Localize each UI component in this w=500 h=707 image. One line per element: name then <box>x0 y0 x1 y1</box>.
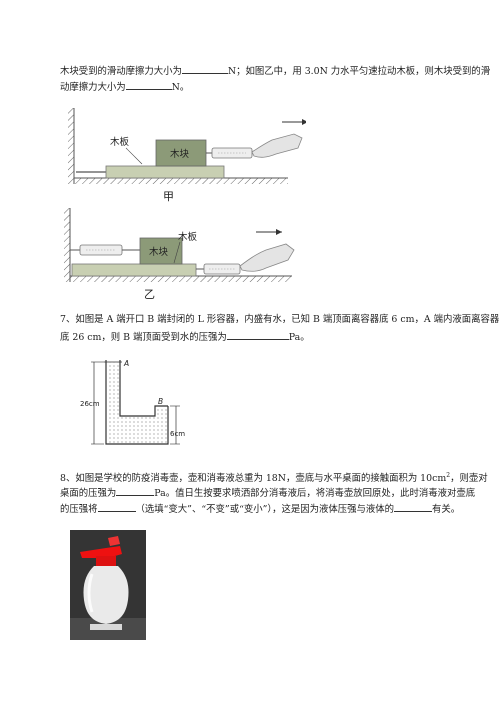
text: Pa。值日生按要求喷洒部分消毒液后，将消毒壶放回原处，此时消毒液对壶底 <box>154 488 476 499</box>
block <box>155 139 207 167</box>
container-outer-wall <box>105 360 169 445</box>
arrow-head <box>276 229 282 235</box>
answer-blank[interactable] <box>97 502 136 512</box>
floor-hatch <box>74 178 288 184</box>
answer-blank[interactable] <box>226 330 289 340</box>
q8-line: 的压强将 （选填“变大”、“不变”或“变小”），这是因为液体压强与液体的 有关。 <box>60 502 460 516</box>
hand <box>251 133 303 158</box>
text: 的压强将 <box>60 504 98 515</box>
superscript: 2 <box>446 472 451 479</box>
sprayer-bottle <box>83 566 129 624</box>
bottle-base <box>90 624 122 630</box>
spring-scale <box>211 147 253 159</box>
block-label: 木块 <box>170 148 190 160</box>
text-line: 动摩擦力大小为 N。 <box>60 80 189 94</box>
figure-yi: 木块 木板 乙 <box>64 208 295 301</box>
label-26cm: 26cm <box>80 400 100 408</box>
text: 桌面的压强为 <box>60 488 117 499</box>
text-line: 木块受到的滑动摩擦力大小为 N；如图乙中，用 3.0N 力水平匀速拉动木板，则木块… <box>60 64 490 78</box>
answer-blank[interactable] <box>125 80 172 90</box>
arrow-head <box>302 119 306 125</box>
q7-line: 7、如图是 A 端开口 B 端封闭的 L 形容器，内盛有水，已知 B 端顶面离容… <box>60 314 499 326</box>
text: 7、如图是 A 端开口 B 端封闭的 L 形容器，内盛有水，已知 B 端顶面离容… <box>60 314 500 325</box>
q7-line: 底 26 cm，则 B 端顶面受到水的压强为 Pa。 <box>60 330 310 344</box>
q8-line: 桌面的压强为 Pa。值日生按要求喷洒部分消毒液后，将消毒壶放回原处，此时消毒液对壶… <box>60 486 475 500</box>
container-inner-wall <box>119 360 168 417</box>
figure-caption: 甲 <box>163 190 174 203</box>
text: Pa。 <box>288 332 310 343</box>
label-a: A <box>123 359 129 368</box>
sprayer-trigger <box>80 546 122 558</box>
label-6cm: 6cm <box>170 430 185 438</box>
figure-jia: 木块 木板 甲 <box>68 108 306 203</box>
board-label: 木板 <box>178 231 198 243</box>
water <box>106 362 168 444</box>
text: 8、如图是学校的防疫消毒壶，壶和消毒液总重为 18N，壶底与水平桌面的接触面积为… <box>60 473 447 485</box>
leader-line <box>125 147 143 165</box>
block-label: 木块 <box>149 246 169 258</box>
text: 有关。 <box>431 504 461 515</box>
q8-line: 8、如图是学校的防疫消毒壶，壶和消毒液总重为 18N，壶底与水平桌面的接触面积为… <box>60 470 488 485</box>
label-b: B <box>158 397 163 406</box>
hand <box>239 243 295 272</box>
board <box>105 165 225 179</box>
text: 木块受到的滑动摩擦力大小为 <box>60 66 182 77</box>
sprayer-photo <box>70 530 146 640</box>
text: （选填“变大”、“不变”或“变小”），这是因为液体压强与液体的 <box>135 504 394 515</box>
answer-blank[interactable] <box>393 502 432 512</box>
floor-hatch <box>70 276 292 282</box>
sprayer-cap <box>96 556 116 566</box>
text: N；如图乙中，用 3.0N 力水平匀速拉动木板，则木块受到的滑 <box>227 66 491 77</box>
text: 动摩擦力大小为 <box>60 82 126 93</box>
text: 底 26 cm，则 B 端顶面受到水的压强为 <box>60 332 227 343</box>
answer-blank[interactable] <box>181 64 228 74</box>
figure-caption: 乙 <box>144 288 155 301</box>
leader-line <box>173 241 181 264</box>
wall-hatch <box>68 108 74 184</box>
l-container-figure: A B 26cm 6cm <box>80 359 185 445</box>
board <box>71 263 197 277</box>
bottle-highlight <box>87 573 94 613</box>
sprayer-pump <box>108 536 120 546</box>
text: N。 <box>171 82 190 93</box>
text: ，则壶对 <box>450 473 488 485</box>
answer-blank[interactable] <box>116 486 155 496</box>
board-label: 木板 <box>110 136 130 148</box>
wall-hatch <box>64 208 70 282</box>
